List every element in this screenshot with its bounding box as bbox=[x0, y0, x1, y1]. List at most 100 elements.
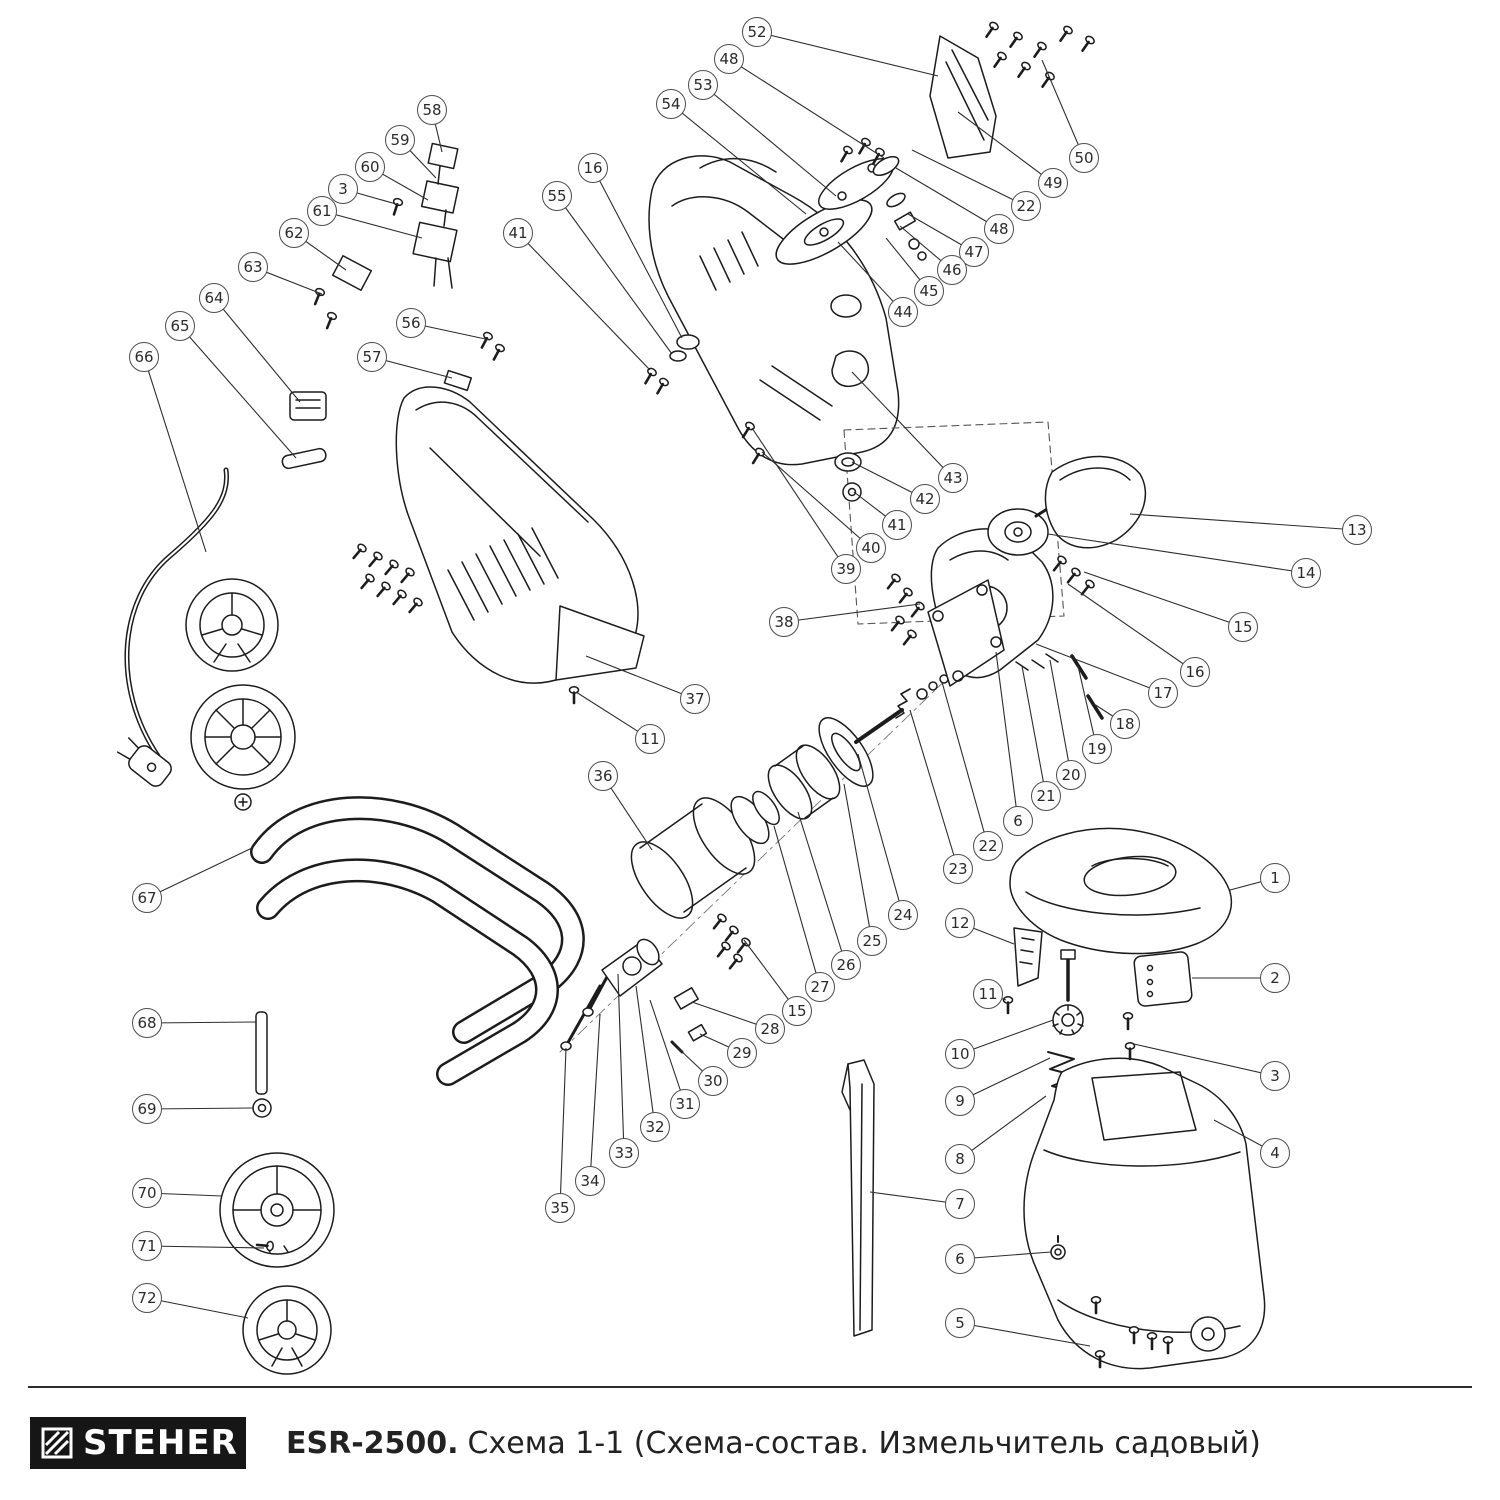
leader-line-50 bbox=[1041, 59, 1085, 159]
part-power-cord bbox=[116, 467, 230, 787]
leader-line-37 bbox=[585, 655, 696, 700]
leader-line-59 bbox=[399, 139, 437, 179]
leader-line-19 bbox=[1077, 665, 1098, 750]
leader-line-62 bbox=[293, 232, 347, 271]
part-washers-row bbox=[872, 155, 927, 261]
leader-line-15 bbox=[743, 939, 798, 1012]
leader-line-33 bbox=[617, 973, 625, 1154]
leader-line-38 bbox=[783, 603, 921, 623]
leader-line-10 bbox=[959, 1019, 1054, 1055]
leader-line-11 bbox=[987, 993, 1007, 1001]
part-rear-wheels bbox=[219, 1011, 335, 1375]
leader-line-41 bbox=[517, 232, 651, 371]
leader-line-54 bbox=[670, 103, 807, 215]
leader-line-17 bbox=[1035, 643, 1164, 694]
leader-line-42 bbox=[851, 461, 926, 500]
leader-line-22 bbox=[911, 149, 1027, 207]
leader-line-13 bbox=[1129, 513, 1358, 531]
leader-line-70 bbox=[146, 1192, 223, 1197]
leader-line-27 bbox=[773, 825, 821, 988]
leader-line-12 bbox=[959, 922, 1015, 945]
part-bearing-stack bbox=[669, 334, 700, 362]
leader-line-24 bbox=[857, 753, 904, 916]
leader-line-32 bbox=[635, 985, 656, 1128]
leader-line-15 bbox=[1083, 571, 1244, 628]
leader-line-7 bbox=[869, 1191, 961, 1205]
part-lock-nut bbox=[1050, 1235, 1066, 1260]
leader-line-23 bbox=[909, 709, 959, 870]
leader-line-69 bbox=[146, 1107, 254, 1110]
part-lower-body bbox=[1023, 1057, 1266, 1370]
leader-line-34 bbox=[589, 1013, 601, 1182]
leader-line-49 bbox=[957, 111, 1054, 184]
leader-line-9 bbox=[959, 1057, 1051, 1102]
leader-line-29 bbox=[699, 1033, 743, 1054]
part-foot-knob bbox=[831, 350, 870, 502]
leader-line-48 bbox=[728, 58, 885, 159]
leader-line-20 bbox=[1049, 659, 1072, 776]
leader-line-64 bbox=[213, 297, 301, 403]
leader-line-5 bbox=[959, 1322, 1091, 1347]
leader-line-14 bbox=[1047, 533, 1307, 574]
part-hopper bbox=[395, 386, 645, 684]
leader-line-53 bbox=[702, 84, 837, 197]
part-cord-clamp bbox=[281, 391, 327, 470]
leader-line-22 bbox=[941, 681, 989, 847]
leader-line-68 bbox=[146, 1021, 257, 1024]
leader-line-11 bbox=[575, 691, 651, 740]
leader-line-1 bbox=[1229, 877, 1276, 891]
leader-line-40 bbox=[761, 451, 872, 549]
leader-line-72 bbox=[146, 1297, 249, 1319]
leader-line-46 bbox=[899, 225, 953, 271]
leader-line-4 bbox=[1213, 1119, 1276, 1154]
leader-line-52 bbox=[756, 31, 939, 77]
leader-line-41 bbox=[853, 491, 898, 526]
leader-line-45 bbox=[885, 237, 930, 292]
leader-line-3 bbox=[1133, 1043, 1276, 1077]
leader-line-21 bbox=[1021, 665, 1047, 797]
leader-line-43 bbox=[851, 371, 954, 479]
leader-line-36 bbox=[602, 775, 653, 851]
leader-line-30 bbox=[677, 1047, 714, 1082]
part-front-wheels bbox=[185, 578, 296, 811]
part-top-cover bbox=[1009, 827, 1233, 955]
leader-line-67 bbox=[146, 847, 253, 899]
part-pusher bbox=[841, 1059, 875, 1337]
leader-line-18 bbox=[1093, 703, 1126, 725]
brand-name: STEHER bbox=[83, 1423, 238, 1463]
leader-line-60 bbox=[369, 166, 429, 201]
part-bracket-12 bbox=[1013, 927, 1043, 987]
part-fan-housing bbox=[843, 421, 1147, 720]
leader-line-63 bbox=[252, 266, 323, 295]
leader-line-25 bbox=[843, 783, 873, 942]
part-switch-assembly bbox=[331, 142, 473, 392]
leader-line-16 bbox=[592, 167, 683, 339]
caption-text: Схема 1-1 (Схема-состав. Измельчитель са… bbox=[467, 1426, 1261, 1461]
leader-line-58 bbox=[431, 109, 443, 153]
steher-logo-icon bbox=[40, 1426, 74, 1460]
leader-line-61 bbox=[321, 210, 423, 239]
leader-line-57 bbox=[371, 356, 453, 379]
leader-line-56 bbox=[410, 322, 491, 341]
leader-line-44 bbox=[837, 241, 904, 313]
leader-line-39 bbox=[751, 427, 847, 570]
leader-line-31 bbox=[649, 999, 686, 1105]
leader-line-55 bbox=[556, 195, 673, 355]
leader-line-35 bbox=[559, 1047, 567, 1209]
footer-divider bbox=[28, 1386, 1472, 1388]
part-motor-assembly bbox=[559, 667, 959, 1053]
part-side-panel bbox=[1133, 951, 1193, 1007]
leader-line-48 bbox=[895, 167, 1000, 230]
leader-line-71 bbox=[146, 1245, 265, 1249]
leader-line-66 bbox=[143, 356, 207, 553]
leader-line-6 bbox=[959, 1251, 1052, 1260]
leader-line-8 bbox=[959, 1095, 1047, 1160]
leader-line-6 bbox=[995, 651, 1019, 822]
diagram-caption: ESR-2500.Схема 1-1 (Схема-состав. Измель… bbox=[286, 1426, 1261, 1461]
leader-line-3 bbox=[342, 188, 397, 205]
steher-logo: STEHER bbox=[30, 1417, 246, 1469]
model-number: ESR-2500. bbox=[286, 1426, 459, 1461]
